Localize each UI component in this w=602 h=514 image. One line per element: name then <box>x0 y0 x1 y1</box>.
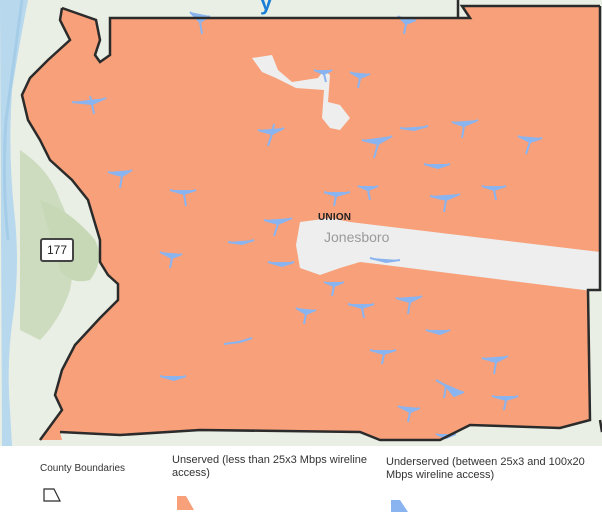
underserved-area[interactable] <box>425 329 451 336</box>
underserved-area[interactable] <box>159 375 187 382</box>
legend-item-unserved: Unserved (less than 25x3 Mbps wireline a… <box>172 454 372 480</box>
underserved-area[interactable] <box>423 163 451 170</box>
underserved-area[interactable] <box>369 349 397 365</box>
underserved-area[interactable] <box>435 379 465 399</box>
route-shield: 177 <box>40 238 74 262</box>
legend-item-county-boundaries: County Boundaries <box>40 462 125 475</box>
underserved-area[interactable] <box>357 185 379 201</box>
legend-label: Unserved (less than 25x3 Mbps wireline a… <box>172 454 368 479</box>
unserved-swatch-icon <box>177 496 194 510</box>
river-channel <box>2 0 24 241</box>
underserved-area[interactable] <box>397 405 421 423</box>
legend-label: County Boundaries <box>40 463 126 474</box>
underserved-area[interactable] <box>451 119 479 139</box>
county-boundaries <box>20 0 602 442</box>
underserved-area[interactable] <box>481 185 507 201</box>
map-view[interactable]: y UNION Jonesboro 177 <box>0 0 602 446</box>
map-legend: County Boundaries Unserved (less than 25… <box>0 446 602 514</box>
county-boundary-swatch-icon <box>43 488 61 502</box>
underserved-area[interactable] <box>399 125 429 132</box>
map-canvas[interactable] <box>0 0 602 446</box>
underserved-area[interactable] <box>295 307 317 325</box>
underserved-area[interactable] <box>223 337 253 345</box>
county-boundary-line <box>20 7 120 441</box>
underserved-area[interactable] <box>169 189 197 207</box>
county-boundary-line <box>59 6 602 442</box>
underserved-area[interactable] <box>227 239 255 246</box>
underserved-area[interactable] <box>361 135 393 159</box>
underserved-area[interactable] <box>349 71 371 89</box>
underserved-area[interactable] <box>159 251 183 269</box>
underserved-area[interactable] <box>369 257 401 264</box>
underserved-area[interactable] <box>267 261 295 268</box>
underserved-area[interactable] <box>323 281 345 297</box>
underserved-area[interactable] <box>323 191 351 207</box>
county-label: UNION <box>318 212 352 223</box>
underserved-area[interactable] <box>71 95 107 115</box>
map-title-fragment: y <box>260 0 273 15</box>
county-boundary-line <box>61 4 600 64</box>
city-label: Jonesboro <box>324 229 390 245</box>
underserved-area[interactable] <box>313 69 333 83</box>
legend-item-underserved: Underserved (between 25x3 and 100x20 Mbp… <box>386 456 591 482</box>
underserved-swatch-icon <box>391 500 408 512</box>
underserved-area[interactable] <box>347 303 375 319</box>
underserved-area[interactable] <box>491 395 519 411</box>
underserved-area[interactable] <box>517 135 543 155</box>
jonesboro-served-area[interactable] <box>296 218 600 292</box>
underserved-area[interactable] <box>107 169 133 189</box>
underserved-area[interactable] <box>429 193 461 213</box>
underserved-area[interactable] <box>263 217 293 237</box>
underserved-area[interactable] <box>481 355 509 375</box>
underserved-area[interactable] <box>395 295 423 315</box>
underserved-area[interactable] <box>257 123 285 147</box>
legend-label: Underserved (between 25x3 and 100x20 Mbp… <box>386 456 585 481</box>
